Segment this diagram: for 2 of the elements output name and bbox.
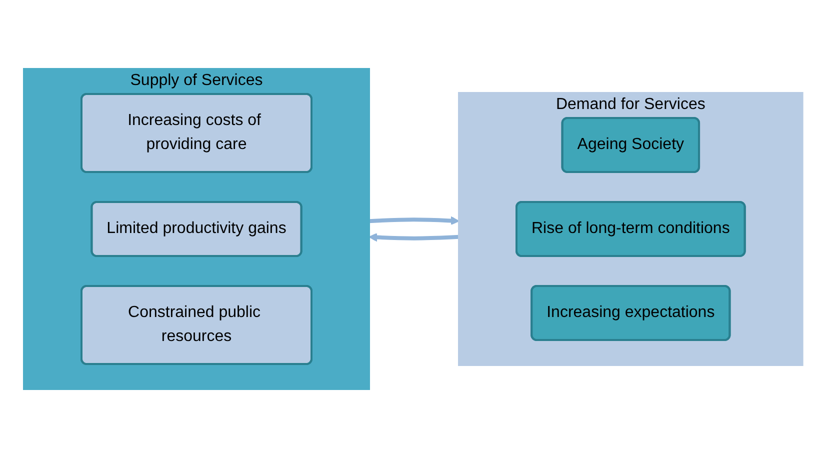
arrow xyxy=(368,232,459,242)
arrow xyxy=(368,216,460,225)
